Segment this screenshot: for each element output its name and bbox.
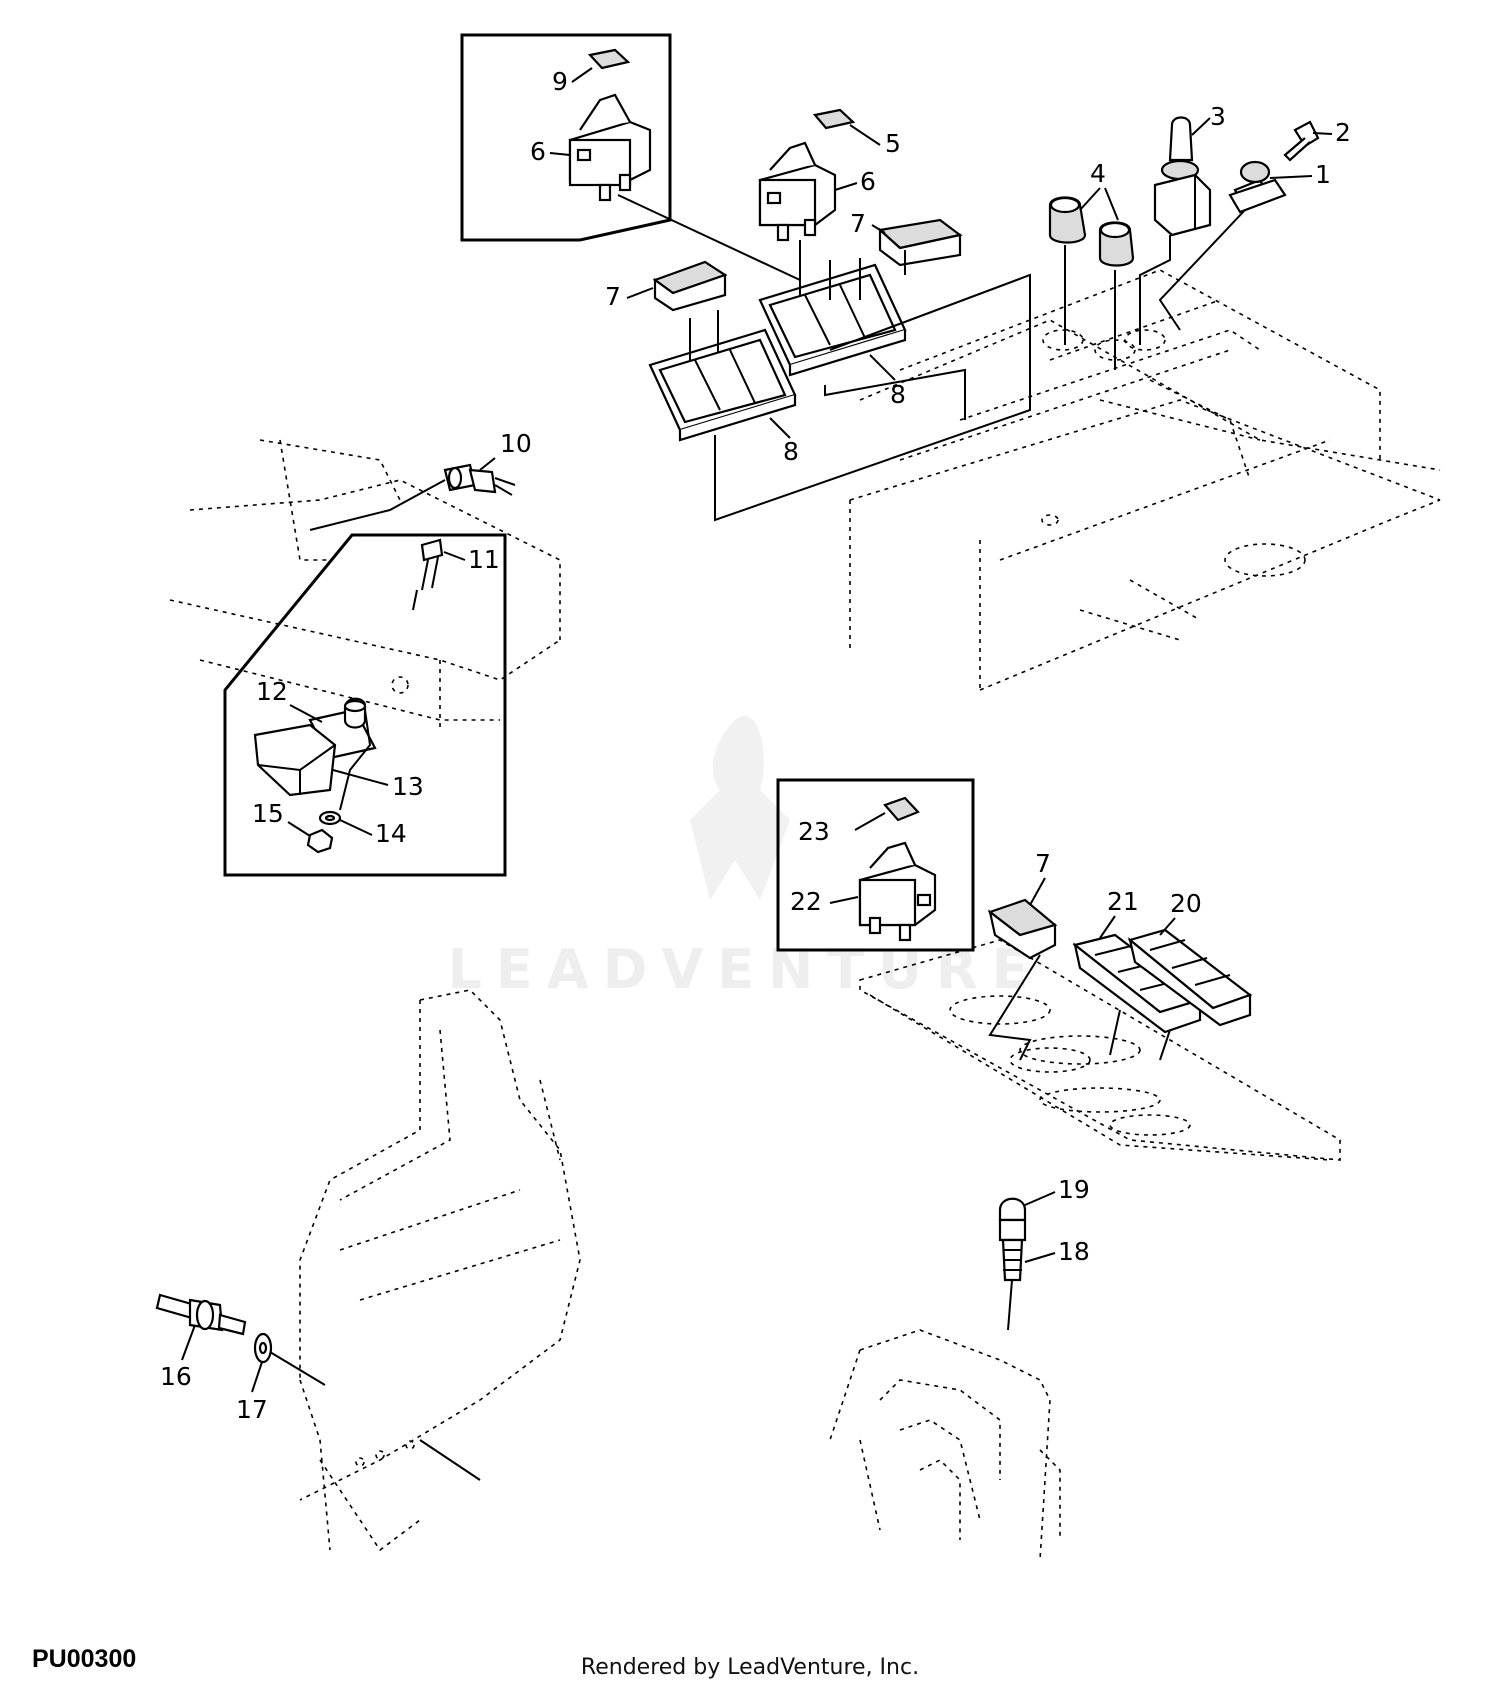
ignition-key-2: [1283, 120, 1320, 162]
switch-cap-23: [883, 796, 920, 822]
seat-outline: [299, 989, 581, 1552]
switch-bezel-8-lower: [648, 328, 797, 442]
watermark-text: LEADVENTURE: [448, 938, 1043, 1001]
blank-plug-7-right: [877, 218, 963, 267]
leader-lines: [269, 194, 1246, 1481]
sender-16: [155, 1293, 247, 1336]
callout-23: 23: [798, 817, 830, 846]
callout-5: 5: [885, 129, 901, 158]
rocker-switch-6: [758, 141, 837, 242]
callout-6-boxed: 6: [530, 137, 546, 166]
render-credit: Rendered by LeadVenture, Inc.: [580, 1655, 920, 1680]
callout-19: 19: [1058, 1175, 1090, 1204]
callout-22: 22: [790, 887, 822, 916]
switch-18: [998, 1218, 1027, 1282]
callout-12: 12: [256, 677, 288, 706]
knob-4-right: [1098, 221, 1135, 267]
callout-8-lower: 8: [783, 437, 799, 466]
callout-7-floor: 7: [1035, 849, 1051, 878]
washer-14: [318, 810, 342, 826]
knob-4-left: [1048, 196, 1087, 244]
callout-7-left: 7: [605, 282, 621, 311]
figure-code: PU00300: [32, 1645, 137, 1673]
callout-14: 14: [375, 819, 407, 848]
callout-13: 13: [392, 772, 424, 801]
callout-20: 20: [1170, 889, 1202, 918]
callout-15: 15: [252, 799, 284, 828]
detail-box-switch-22: [776, 778, 975, 952]
blank-plug-7-left: [652, 260, 728, 312]
callouts: 1 2 3 4 5 6 6 7 7 7 8 8 9 10 11 12 13 14: [160, 67, 1351, 1424]
watermark: LEADVENTURE: [448, 716, 1043, 1001]
callout-4: 4: [1090, 159, 1106, 188]
callout-1: 1: [1315, 160, 1331, 189]
rocker-switch-22: [858, 841, 937, 942]
switch-bezel-20: [1127, 928, 1253, 1027]
nut-15: [306, 828, 334, 854]
bracket-13: [253, 723, 337, 797]
callout-7-right: 7: [850, 209, 866, 238]
rocker-switch-6-boxed: [568, 93, 652, 202]
blank-plug-7-floor: [987, 898, 1058, 960]
floor-panel: [859, 939, 1341, 1161]
callout-21: 21: [1107, 887, 1139, 916]
washer-17: [253, 1332, 273, 1364]
callout-10: 10: [500, 429, 532, 458]
callout-17: 17: [236, 1395, 268, 1424]
console-outline: [849, 269, 1441, 691]
callout-11: 11: [468, 545, 500, 574]
callout-3: 3: [1210, 102, 1226, 131]
callout-18: 18: [1058, 1237, 1090, 1266]
detail-box-switch-6: [460, 33, 672, 242]
cap-19: [998, 1197, 1027, 1222]
callout-16: 16: [160, 1362, 192, 1391]
callout-8-upper: 8: [890, 380, 906, 409]
ignition-switch-1: [1228, 160, 1287, 214]
switch-cap-9: [587, 48, 631, 70]
callout-2: 2: [1335, 118, 1351, 147]
pedal-outline: [829, 1329, 1061, 1561]
switch-bezel-8-upper: [758, 263, 907, 377]
callout-9: 9: [552, 67, 568, 96]
sensor-10: [443, 463, 516, 496]
callout-6: 6: [860, 167, 876, 196]
screw-11: [420, 538, 444, 591]
detail-box-switch-12: [223, 533, 507, 877]
toggle-switch-3: [1153, 116, 1212, 237]
switch-cap-5: [812, 108, 856, 130]
frame-outline: [169, 439, 561, 730]
